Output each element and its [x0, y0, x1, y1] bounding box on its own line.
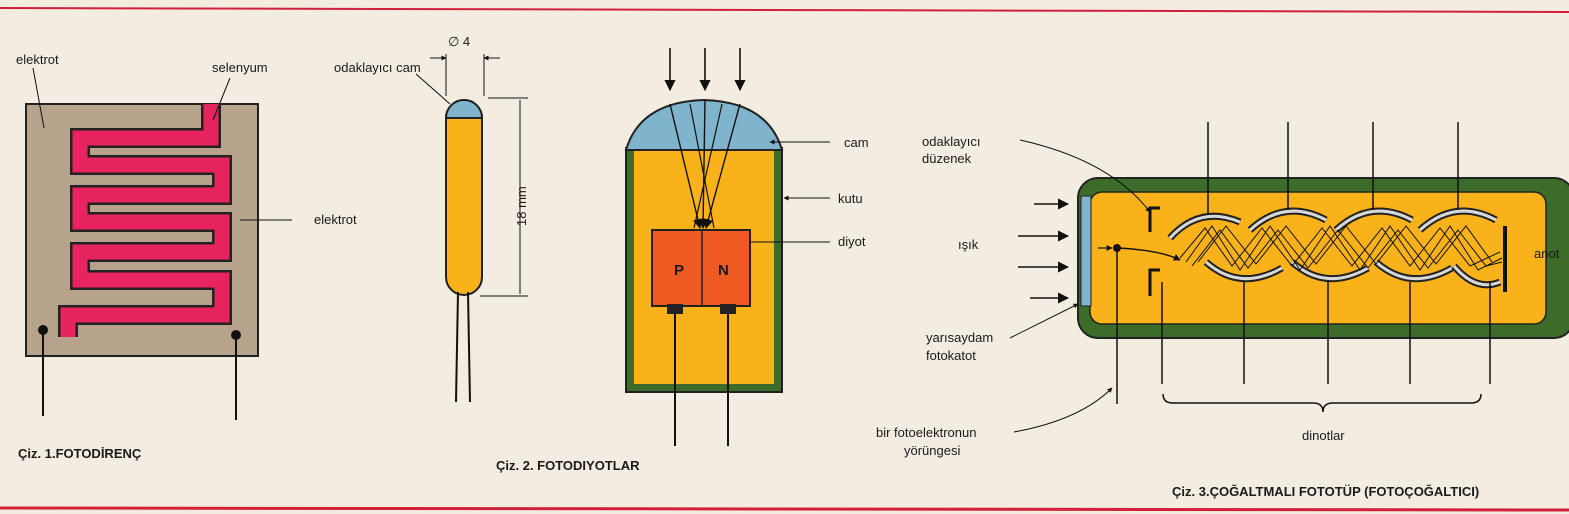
fig2-contact-right: [720, 304, 736, 314]
fig3-dynode-4-face: [1291, 260, 1369, 281]
fig2-ray-ref-4: [689, 103, 715, 229]
fig1-label-electrode-right: elektrot: [314, 212, 357, 227]
fig3-label-focusing-1: odaklayıcı: [922, 134, 981, 149]
fig2-photodiode-cutaway: P N cam kutu diyot Çiz. 2. FOTODIYOTLAR: [496, 48, 869, 473]
top-frame-line: [0, 7, 1569, 13]
fig3-label-light: ışık: [958, 237, 979, 252]
fig2-label-lens: odaklayıcı cam: [334, 60, 421, 75]
fig2-ray-ref-1: [669, 103, 703, 229]
fig2-small-lead-2: [467, 291, 471, 403]
fig2-label-glass: cam: [844, 135, 869, 150]
fig1-caption: Çiz. 1.FOTODİRENÇ: [18, 446, 142, 461]
fig2-contact-left: [667, 304, 683, 314]
fig3-label-photocathode-1: yarısaydam: [926, 330, 993, 345]
fig3-electron-cascade: [1179, 225, 1503, 271]
fig2-photodiode-small: ∅ 4 18 mm odaklayıcı cam: [334, 34, 529, 403]
fig3-dynode-8-face: [1452, 265, 1501, 287]
fig1-leader-electrode-top: [32, 67, 45, 129]
fig2-ray-ref-5: [693, 103, 723, 229]
fig3-label-anode: anot: [1534, 246, 1560, 261]
fig3-focus-electrode-bottom: [1148, 268, 1160, 296]
fig3-label-photocathode-2: fotokatot: [926, 348, 976, 363]
fig2-caption: Çiz. 2. FOTODIYOTLAR: [496, 458, 640, 473]
fig3-leads-top: [1207, 122, 1459, 214]
fig2-small-lead-1: [455, 291, 459, 403]
fig2-small-body: [445, 99, 483, 296]
fig2-label-p: P: [674, 262, 684, 279]
fig3-leads-bottom: [1116, 252, 1491, 404]
bottom-frame-line: [0, 506, 1569, 512]
fig3-photomultiplier: odaklayıcı düzenek ışık yarısaydam fotok…: [876, 122, 1569, 499]
fig3-dynode-5-face: [1334, 209, 1413, 232]
fig2-label-n: N: [718, 262, 729, 279]
fig3-leader-photocathode: [1009, 303, 1079, 339]
fig3-label-focusing-2: düzenek: [922, 151, 972, 166]
fig3-label-dynodes: dinotlar: [1302, 428, 1345, 443]
fig3-leader-focusing: [1019, 139, 1151, 213]
fig1-photoresistor: elektrot selenyum elektrot Çiz. 1.FOTODİ…: [16, 52, 357, 461]
fig1-selenium-track: [60, 104, 230, 337]
fig2-label-diode: diyot: [838, 234, 866, 249]
fig2-ray-ref-3: [703, 103, 741, 229]
fig3-dynode-1-face: [1168, 214, 1241, 240]
fig2-dim-diameter: ∅ 4: [448, 34, 470, 49]
fig3-label-trajectory-1: bir fotoelektronun: [876, 425, 976, 440]
fig3-caption: Çiz. 3.ÇOĞALTMALI FOTOTÜP (FOTOÇOĞALTICI…: [1172, 484, 1479, 499]
fig3-dynode-brace: [1162, 393, 1482, 413]
fig1-label-electrode-top: elektrot: [16, 52, 59, 67]
fig3-electron-path-start: [1116, 247, 1181, 261]
fig1-leader-selenium: [212, 77, 231, 121]
fig3-leader-trajectory: [1013, 387, 1113, 433]
fig2-dim-length: 18 mm: [514, 186, 529, 226]
fig3-dynode-7-face: [1418, 209, 1497, 232]
fig2-small-lens: [444, 99, 484, 119]
fig3-photocathode: [1080, 195, 1092, 307]
fig2-leader-lens: [415, 73, 451, 105]
fig3-dynode-6-face: [1375, 260, 1453, 281]
fig3-dynode-3-face: [1248, 209, 1327, 232]
fig2-label-case: kutu: [838, 191, 863, 206]
fig1-label-selenium: selenyum: [212, 60, 268, 75]
fig2-ray-ref-2: [698, 99, 709, 229]
fig3-dynode-2-face: [1205, 260, 1283, 281]
fig3-label-trajectory-2: yörüngesi: [904, 443, 960, 458]
fig2-pn-junction: [651, 229, 751, 307]
